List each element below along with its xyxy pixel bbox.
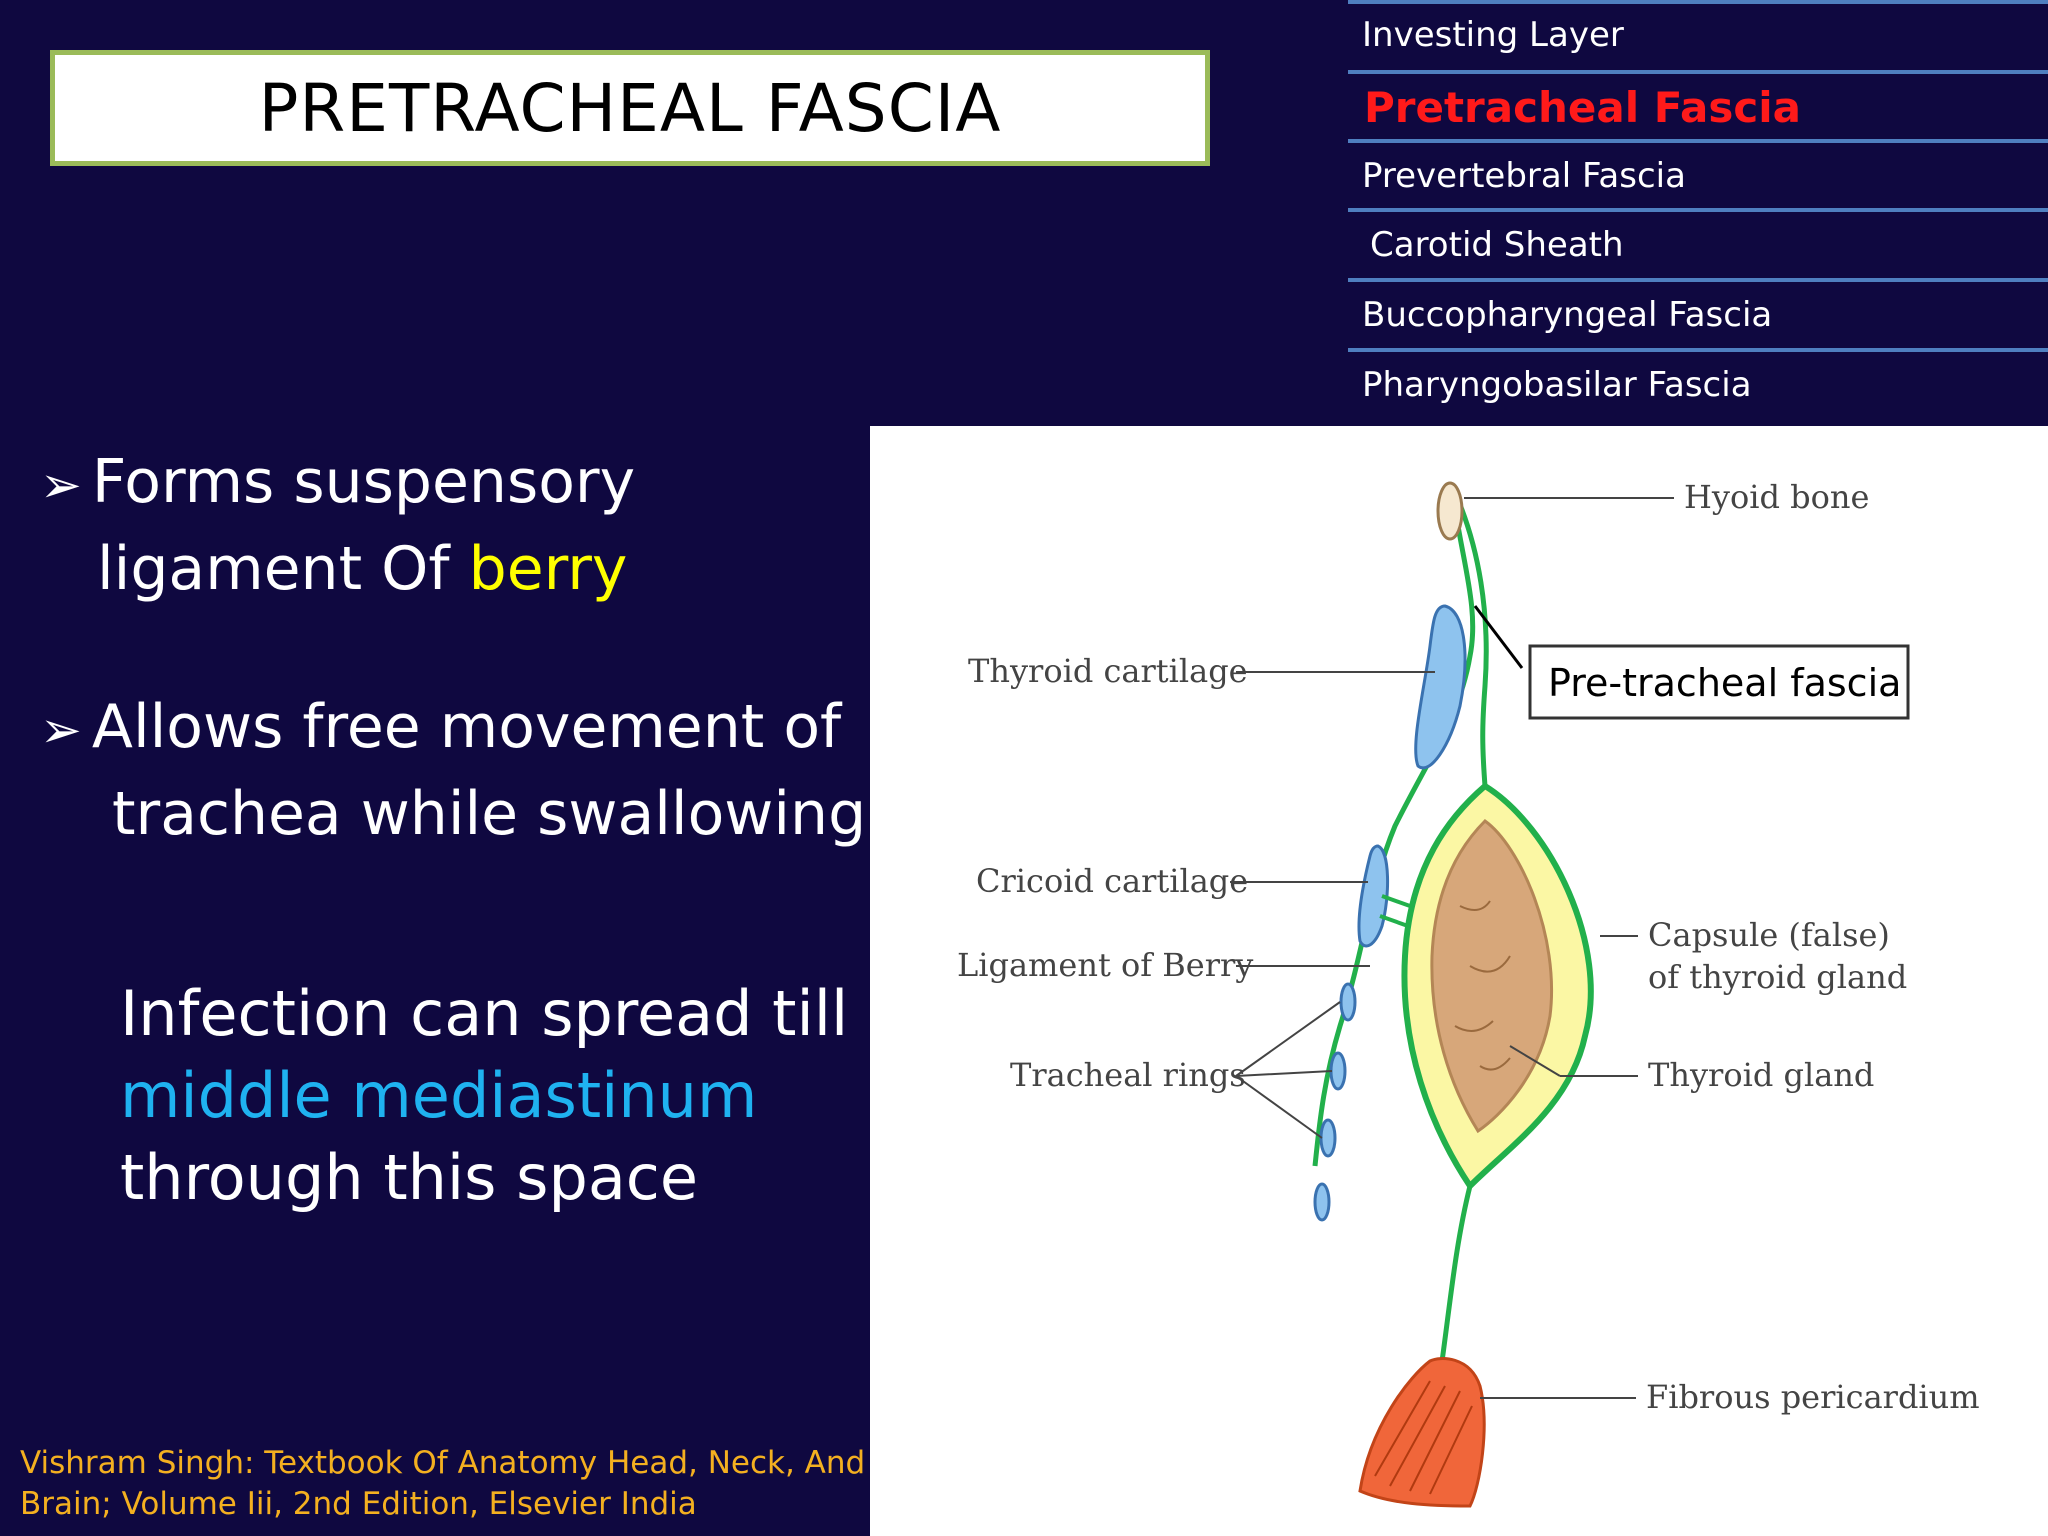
hyoid-bone [1436, 481, 1464, 541]
label-capsule-line2: of thyroid gland [1648, 958, 1907, 996]
fascia-label-box [1528, 644, 1910, 720]
citation-line: Brain; Volume Iii, 2nd Edition, Elsevier… [20, 1486, 697, 1522]
nav-item-carotid-sheath[interactable]: Carotid Sheath [1348, 208, 2048, 278]
nav-item-label: Pharyngobasilar Fascia [1362, 365, 1752, 405]
infection-line: through this space [120, 1141, 699, 1214]
bullet-suspensory-ligament: ➢Forms suspensory ligament Of berry [40, 440, 635, 611]
label-pretracheal-fascia: Pre-tracheal fascia [1548, 661, 1901, 705]
fascia-right-line [1449, 484, 1489, 787]
bullet-text: ligament Of [97, 534, 469, 604]
nav-item-label: Carotid Sheath [1370, 225, 1624, 265]
thyroid-cartilage [1414, 604, 1467, 770]
pretracheal-fascia-diagram: Hyoid bone Pre-tracheal fascia Thyroid c… [957, 478, 1980, 1508]
highlight-middle-mediastinum: middle mediastinum [120, 1059, 758, 1132]
fibrous-pericardium [1358, 1357, 1486, 1508]
arrow-bullet-icon: ➢ [40, 456, 82, 514]
nav-item-label: Investing Layer [1362, 15, 1624, 55]
cricoid-cartilage [1357, 844, 1390, 948]
leader-fascia [1473, 605, 1524, 669]
leader-rings [1235, 1001, 1341, 1139]
bullet-text: Allows free movement of [91, 692, 842, 762]
ligament-of-berry [1379, 894, 1411, 928]
leader-gland-a [1509, 1045, 1561, 1077]
infection-note: Infection can spread till middle mediast… [120, 973, 848, 1219]
nav-item-label: Prevertebral Fascia [1362, 156, 1686, 196]
infection-line: Infection can spread till [120, 977, 849, 1050]
nav-item-buccopharyngeal-fascia[interactable]: Buccopharyngeal Fascia [1348, 278, 2048, 348]
gland-lobule-lines [1454, 900, 1511, 1071]
highlight-berry: berry [468, 534, 628, 604]
label-thyroid-cartilage: Thyroid cartilage [968, 652, 1248, 690]
bullet-text: trachea while swallowing [112, 779, 867, 849]
tracheal-ring [1319, 1118, 1337, 1158]
arrow-bullet-icon: ➢ [40, 701, 82, 759]
nav-item-investing-layer[interactable]: Investing Layer [1348, 0, 2048, 66]
label-fibrous-pericardium: Fibrous pericardium [1646, 1378, 1980, 1416]
citation: Vishram Singh: Textbook Of Anatomy Head,… [20, 1443, 865, 1525]
nav-item-pharyngobasilar-fascia[interactable]: Pharyngobasilar Fascia [1348, 348, 2048, 418]
nav-item-label: Pretracheal Fascia [1364, 82, 1801, 132]
label-thyroid-gland: Thyroid gland [1648, 1056, 1874, 1094]
tracheal-ring [1339, 982, 1357, 1022]
label-ligament-of-berry: Ligament of Berry [957, 946, 1253, 984]
label-tracheal-rings: Tracheal rings [1010, 1056, 1246, 1094]
nav-item-label: Buccopharyngeal Fascia [1362, 295, 1773, 335]
pericardium-striations [1374, 1380, 1473, 1495]
citation-line: Vishram Singh: Textbook Of Anatomy Head,… [20, 1445, 866, 1481]
title-box: PRETRACHEAL FASCIA [50, 50, 1210, 166]
tracheal-ring [1329, 1051, 1347, 1091]
tracheal-ring [1313, 1182, 1331, 1222]
fascia-left-line [1312, 485, 1476, 1167]
nav-item-pretracheal-fascia[interactable]: Pretracheal Fascia [1348, 70, 2048, 140]
anatomy-figure: Hyoid bone Pre-tracheal fascia Thyroid c… [870, 426, 2048, 1536]
slide-title: PRETRACHEAL FASCIA [258, 69, 1002, 147]
bullet-text: Forms suspensory [91, 447, 636, 517]
label-hyoid-bone: Hyoid bone [1684, 478, 1869, 516]
bullet-free-movement: ➢Allows free movement of trachea while s… [40, 685, 866, 856]
label-capsule-line1: Capsule (false) [1648, 916, 1890, 954]
nav-item-prevertebral-fascia[interactable]: Prevertebral Fascia [1348, 139, 2048, 209]
label-cricoid-cartilage: Cricoid cartilage [976, 862, 1248, 900]
